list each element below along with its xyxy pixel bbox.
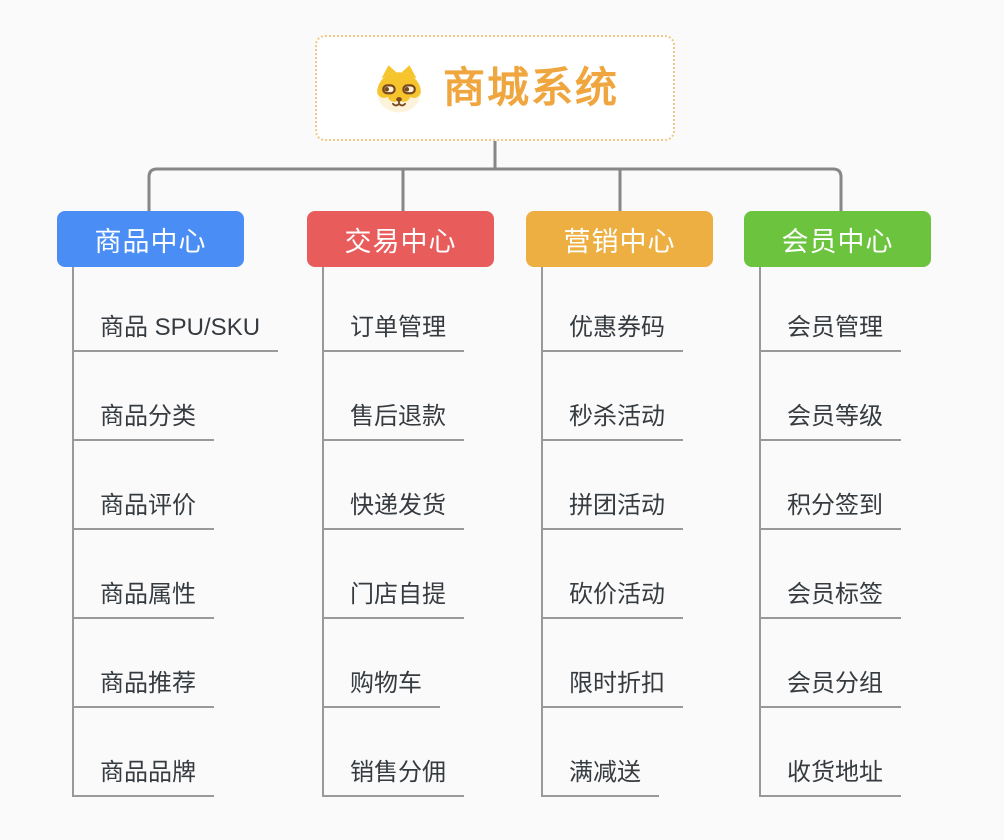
leaf-node: 秒杀活动 (543, 352, 683, 441)
leaf-node: 商品分类 (74, 352, 278, 441)
leaf-node: 商品 SPU/SKU (74, 267, 279, 352)
leaf-node: 会员管理 (761, 267, 901, 352)
shiba-dog-icon (371, 62, 427, 114)
root-node[interactable]: 商城系统 (315, 35, 675, 141)
leaf-node: 满减送 (543, 708, 683, 797)
leaf-node: 砍价活动 (543, 530, 683, 619)
leaf-node: 订单管理 (324, 267, 464, 352)
leaf-node: 门店自提 (324, 530, 464, 619)
leaf-node: 会员等级 (761, 352, 901, 441)
leaf-node: 商品属性 (74, 530, 278, 619)
branch-header-product-center[interactable]: 商品中心 (57, 211, 244, 267)
leaf-column-product-center: 商品 SPU/SKU 商品分类 商品评价 商品属性 商品推荐 商品品牌 (72, 267, 279, 797)
branch-header-member-center[interactable]: 会员中心 (744, 211, 931, 267)
leaf-column-trade-center: 订单管理 售后退款 快递发货 门店自提 购物车 销售分佣 (322, 267, 464, 797)
leaf-node: 商品品牌 (74, 708, 278, 797)
leaf-node: 售后退款 (324, 352, 464, 441)
leaf-node: 购物车 (324, 619, 464, 708)
leaf-column-member-center: 会员管理 会员等级 积分签到 会员标签 会员分组 收货地址 (759, 267, 901, 797)
leaf-node: 销售分佣 (324, 708, 464, 797)
branch-header-marketing-center[interactable]: 营销中心 (526, 211, 713, 267)
leaf-node: 优惠券码 (543, 267, 683, 352)
leaf-column-marketing-center: 优惠券码 秒杀活动 拼团活动 砍价活动 限时折扣 满减送 (541, 267, 683, 797)
branch-header-trade-center[interactable]: 交易中心 (307, 211, 494, 267)
leaf-node: 限时折扣 (543, 619, 683, 708)
leaf-node: 商品评价 (74, 441, 278, 530)
leaf-node: 会员标签 (761, 530, 901, 619)
leaf-node: 收货地址 (761, 708, 901, 797)
leaf-node: 会员分组 (761, 619, 901, 708)
root-title: 商城系统 (442, 64, 619, 111)
leaf-node: 积分签到 (761, 441, 901, 530)
leaf-node: 拼团活动 (543, 441, 683, 530)
leaf-node: 快递发货 (324, 441, 464, 530)
leaf-node: 商品推荐 (74, 619, 278, 708)
